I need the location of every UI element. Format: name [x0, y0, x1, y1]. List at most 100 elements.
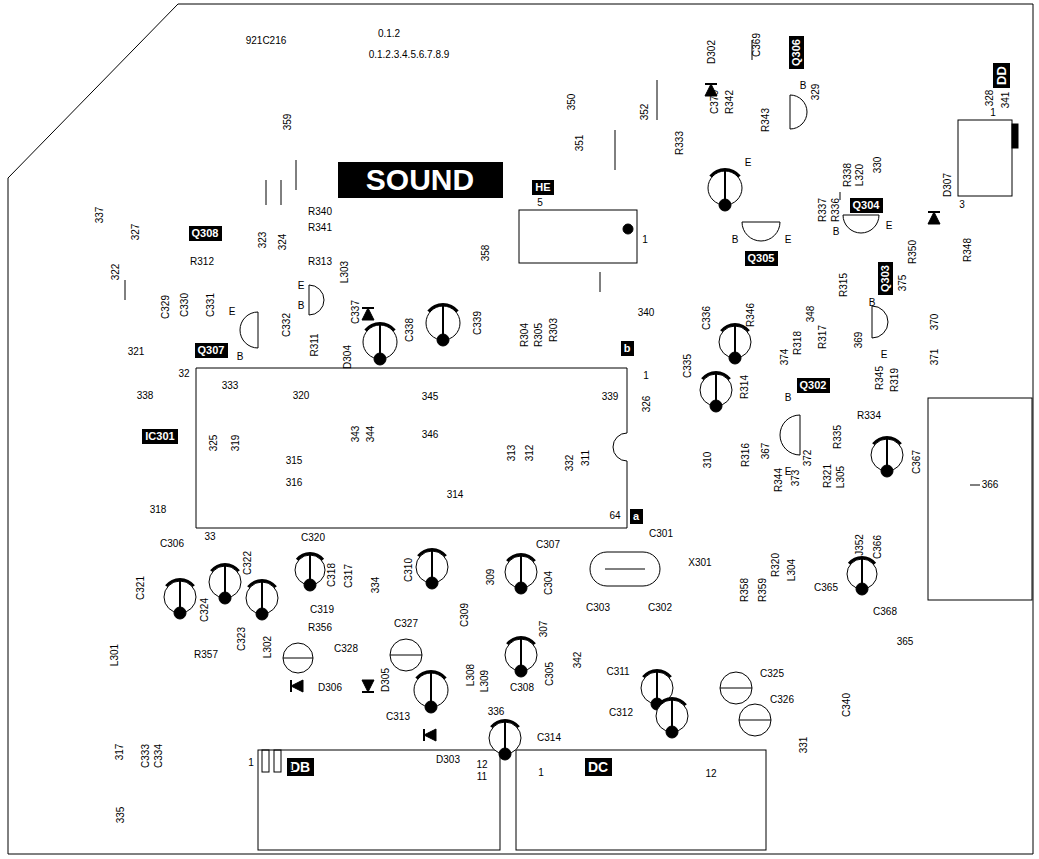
part-reference: C330 — [180, 293, 190, 317]
part-reference: C309 — [460, 603, 470, 627]
part-reference: 326 — [642, 396, 652, 413]
part-outline — [928, 398, 1032, 600]
part-reference: 328 — [985, 90, 995, 107]
part-reference: C336 — [702, 306, 712, 330]
part-reference: C369 — [752, 33, 762, 57]
part-reference: 341 — [1001, 92, 1011, 109]
pin-dot — [623, 224, 633, 234]
part-reference: R358 — [740, 578, 750, 602]
component-outline — [657, 80, 658, 120]
component-outline — [600, 272, 601, 292]
part-reference: 316 — [286, 478, 303, 488]
part-reference: 365 — [897, 637, 914, 647]
reference-badge: HE — [532, 180, 554, 195]
capacitor-symbol — [283, 643, 313, 673]
part-reference: 373 — [791, 470, 801, 487]
part-reference: 346 — [422, 430, 439, 440]
part-reference: 345 — [422, 392, 439, 402]
part-reference: 348 — [806, 306, 816, 323]
board-outline — [8, 4, 1033, 854]
part-reference: L304 — [787, 559, 797, 581]
part-reference: R316 — [741, 443, 751, 467]
badge-text: Q302 — [800, 380, 827, 391]
part-reference: R344 — [774, 468, 784, 492]
part-reference: 350 — [567, 94, 577, 111]
part-reference: 315 — [286, 456, 303, 466]
reference-badge: DD — [993, 63, 1010, 88]
part-reference: 33 — [204, 532, 215, 542]
part-reference: E — [785, 235, 792, 245]
part-reference: 1 — [538, 768, 544, 778]
transistor-symbol — [309, 285, 324, 315]
badge-text: b — [624, 343, 631, 354]
part-reference: 324 — [278, 234, 288, 251]
part-reference: R315 — [839, 273, 849, 297]
reference-badge: IC301 — [142, 429, 178, 444]
part-reference: 11 — [477, 772, 487, 782]
part-reference: 340 — [638, 308, 655, 318]
part-reference: C338 — [405, 318, 415, 342]
part-reference: 374 — [780, 349, 790, 366]
part-reference: R350 — [908, 240, 918, 264]
part-reference: R305 — [534, 323, 544, 347]
part-reference: 327 — [131, 224, 141, 241]
part-reference: 320 — [293, 391, 310, 401]
part-reference: 32 — [178, 369, 189, 379]
part-reference: C307 — [536, 540, 560, 550]
part-reference: 370 — [930, 314, 940, 331]
connector-outline — [516, 750, 766, 850]
part-reference: C328 — [334, 644, 358, 654]
part-reference: C317 — [344, 564, 354, 588]
part-reference: 1 — [248, 758, 254, 768]
part-reference: C303 — [586, 603, 610, 613]
component-outline — [970, 485, 980, 486]
capacitor-symbol — [390, 639, 422, 671]
crystal-symbol — [605, 569, 645, 570]
diode-symbol — [362, 308, 374, 320]
part-reference: B — [298, 301, 305, 311]
diode-symbol — [424, 729, 436, 741]
reference-badge: Q308 — [189, 226, 222, 241]
part-reference: C327 — [394, 619, 418, 629]
part-reference: C323 — [237, 627, 247, 651]
badge-text: HE — [535, 182, 550, 193]
part-reference: C367 — [912, 450, 922, 474]
part-reference: R321 — [823, 464, 833, 488]
part-reference: D305 — [381, 668, 391, 692]
part-reference: C320 — [301, 533, 325, 543]
part-reference: 1 — [288, 763, 294, 773]
part-reference: L308 — [466, 664, 476, 686]
component-outline — [125, 280, 126, 300]
part-reference: C314 — [537, 733, 561, 743]
connector-strip — [274, 750, 281, 772]
part-reference: L302 — [263, 636, 273, 658]
connector-tab — [1012, 124, 1018, 148]
component-outline — [266, 180, 267, 205]
part-reference: R320 — [771, 553, 781, 577]
part-reference: 323 — [258, 232, 268, 249]
part-reference: R318 — [793, 331, 803, 355]
part-reference: C324 — [200, 598, 210, 622]
part-reference: 313 — [507, 445, 517, 462]
capacitor-symbol — [164, 578, 196, 619]
part-reference: C305 — [545, 662, 555, 686]
part-reference: R314 — [740, 375, 750, 399]
part-reference: E — [298, 281, 305, 291]
part-reference: D304 — [343, 345, 353, 369]
part-reference: B — [785, 393, 792, 403]
badge-text: DC — [588, 760, 608, 774]
part-reference: D302 — [707, 40, 717, 64]
part-reference: E — [745, 158, 752, 168]
part-reference: R342 — [725, 90, 735, 114]
part-reference: 317 — [115, 744, 125, 761]
part-reference: 314 — [447, 490, 464, 500]
part-reference: 311 — [581, 450, 591, 466]
part-reference: C333 — [141, 744, 151, 768]
part-reference: 921C216 — [246, 36, 287, 46]
reference-badge: Q307 — [195, 343, 228, 358]
part-reference: R345 — [875, 366, 885, 390]
part-reference: 1 — [643, 371, 649, 381]
part-reference: 343 — [351, 426, 361, 443]
part-reference: C325 — [760, 669, 784, 679]
part-reference: C321 — [136, 576, 146, 600]
